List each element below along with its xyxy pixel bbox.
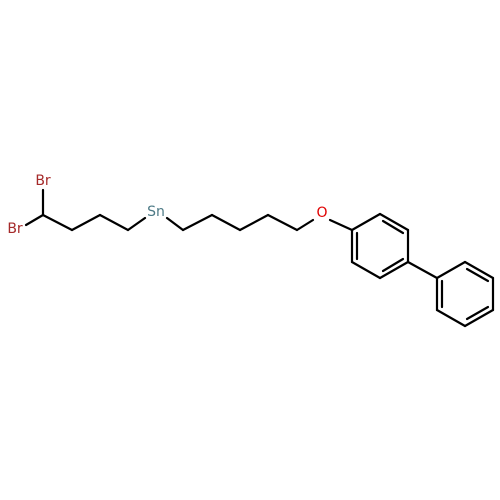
bond-c8-c9 [266,213,299,232]
atom-br-left: Br [7,221,23,237]
atom-labels: Br Br Sn O [7,173,327,237]
bond-c5-c6 [181,213,214,232]
ring-b [435,260,495,328]
bonds [24,188,495,328]
bond-sn-c5 [165,216,185,232]
bond-c1-br-left [24,213,45,227]
bond-ring-a-ring-b [406,260,439,280]
bond-c6-c7 [210,213,242,232]
bond-c4-sn [126,216,147,232]
bond-o-ring-a [328,218,354,232]
bond-c2-c3 [70,213,102,232]
bond-c1-c2 [41,213,74,232]
atom-o: O [316,205,327,221]
atom-br-top: Br [35,173,51,189]
bond-c3-c4 [98,213,130,232]
ring-a [350,212,410,280]
bond-c9-o [295,218,315,232]
atom-sn: Sn [147,204,165,220]
bond-c7-c8 [238,213,270,232]
